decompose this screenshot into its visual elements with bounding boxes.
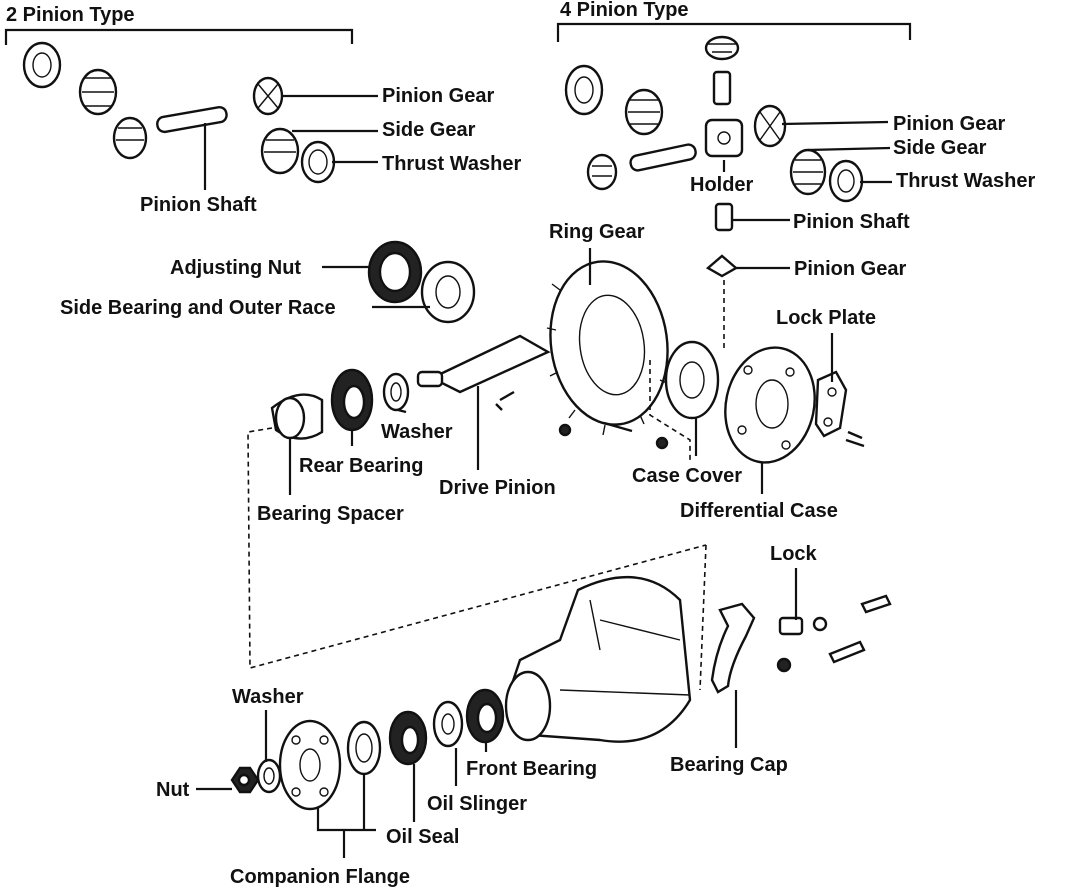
label-adjusting-nut: Adjusting Nut [170,257,301,279]
carrier-housing [504,544,707,743]
differential-case-assembly [649,340,865,464]
label-4p-pinion-shaft: Pinion Shaft [793,211,910,233]
label-rear-bearing: Rear Bearing [299,455,424,477]
label-oil-seal: Oil Seal [386,826,459,848]
ring-gear-assembly [367,240,670,450]
label-2p-pinion-shaft: Pinion Shaft [140,194,257,216]
front-parts [230,688,505,811]
label-ring-gear: Ring Gear [549,221,645,243]
label-lock: Lock [770,543,818,565]
label-4p-pinion-gear-top: Pinion Gear [893,113,1005,135]
drive-pinion-assembly [247,368,707,670]
label-bearing-spacer: Bearing Spacer [257,503,404,525]
label-washer-lower: Washer [232,686,304,708]
label-washer-upper: Washer [381,421,453,443]
label-4p-pinion-gear-bottom: Pinion Gear [794,258,906,280]
label-drive-pinion: Drive Pinion [439,477,556,499]
label-bearing-cap: Bearing Cap [670,754,788,776]
four-pinion-parts [564,35,864,350]
label-2p-pinion-gear: Pinion Gear [382,85,494,107]
label-4p-thrust-washer: Thrust Washer [896,170,1035,192]
label-case-cover: Case Cover [632,465,742,487]
two-pinion-parts [22,41,336,184]
four-pinion-bracket [556,22,912,42]
two-pinion-bracket [4,28,354,45]
label-differential-case: Differential Case [680,500,838,522]
label-lock-plate: Lock Plate [776,307,876,329]
leader-lines [196,94,892,858]
label-2p-thrust-washer: Thrust Washer [382,153,521,175]
label-nut: Nut [156,779,190,801]
label-2p-side-gear: Side Gear [382,119,476,141]
label-front-bearing: Front Bearing [466,758,597,780]
label-4p-side-gear: Side Gear [893,137,987,159]
two-pinion-header: 2 Pinion Type [6,4,135,26]
label-companion-flange: Companion Flange [230,866,410,888]
bearing-cap-assembly [710,594,892,694]
label-oil-slinger: Oil Slinger [427,793,527,815]
label-4p-holder: Holder [690,174,754,196]
four-pinion-header: 4 Pinion Type [560,0,689,21]
label-side-bearing: Side Bearing and Outer Race [60,297,336,319]
